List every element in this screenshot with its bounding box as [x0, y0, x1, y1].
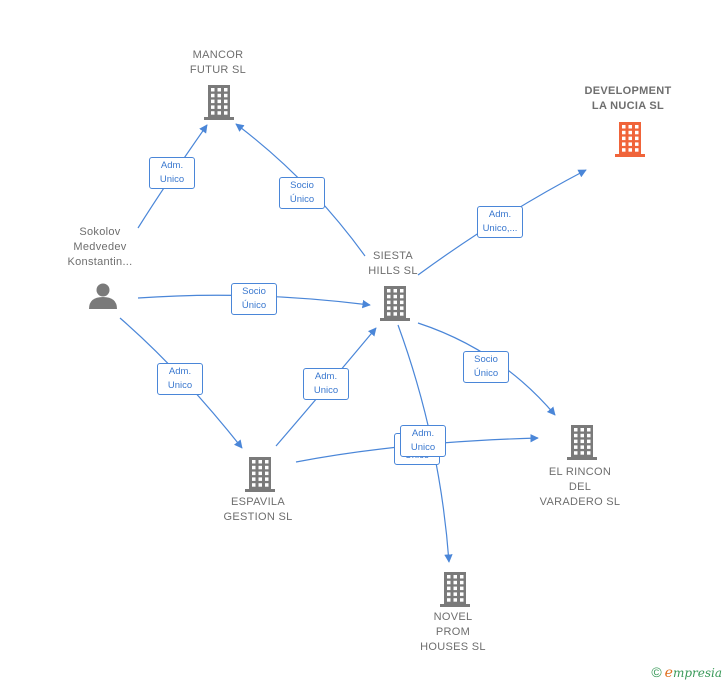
edge-label-siesta-novel[interactable]: Adm. Unico [400, 425, 446, 457]
copyright-icon: © [651, 664, 662, 680]
edge-label-siesta-development[interactable]: Adm. Unico,... [477, 206, 523, 238]
development-building-icon[interactable] [615, 122, 645, 157]
node-label-espavila[interactable]: ESPAVILA GESTION SL [223, 496, 293, 523]
siesta-building-icon[interactable] [380, 286, 410, 321]
espavila-building-icon[interactable] [245, 457, 275, 492]
edge-label-sokolov-espavila[interactable]: Adm. Unico [157, 363, 203, 395]
mancor-building-icon[interactable] [204, 85, 234, 120]
edge-label-siesta-mancor[interactable]: Socio Único [279, 177, 325, 209]
node-label-siesta[interactable]: SIESTA HILLS SL [368, 250, 418, 277]
novel-building-icon[interactable] [440, 572, 470, 607]
sokolov-person-icon[interactable] [89, 283, 117, 310]
rincon-building-icon[interactable] [567, 425, 597, 460]
edge-label-espavila-siesta[interactable]: Adm. Unico [303, 368, 349, 400]
node-label-novel[interactable]: NOVEL PROM HOUSES SL [420, 610, 486, 653]
node-label-sokolov[interactable]: Sokolov Medvedev Konstantin... [67, 225, 133, 268]
brand-name: mpresia [672, 666, 722, 680]
node-label-mancor[interactable]: MANCOR FUTUR SL [189, 49, 247, 76]
node-label-rincon[interactable]: EL RINCON DEL VARADERO SL [539, 465, 621, 508]
footer-brand: ©empresia [651, 664, 722, 681]
brand-logo-e: e [664, 665, 673, 681]
edge-label-sokolov-mancor[interactable]: Adm. Unico [149, 157, 195, 189]
node-label-development[interactable]: DEVELOPMENT LA NUCIA SL [584, 85, 672, 112]
edge-label-siesta-rincon[interactable]: Socio Único [463, 351, 509, 383]
edge-label-sokolov-siesta[interactable]: Socio Único [231, 283, 277, 315]
